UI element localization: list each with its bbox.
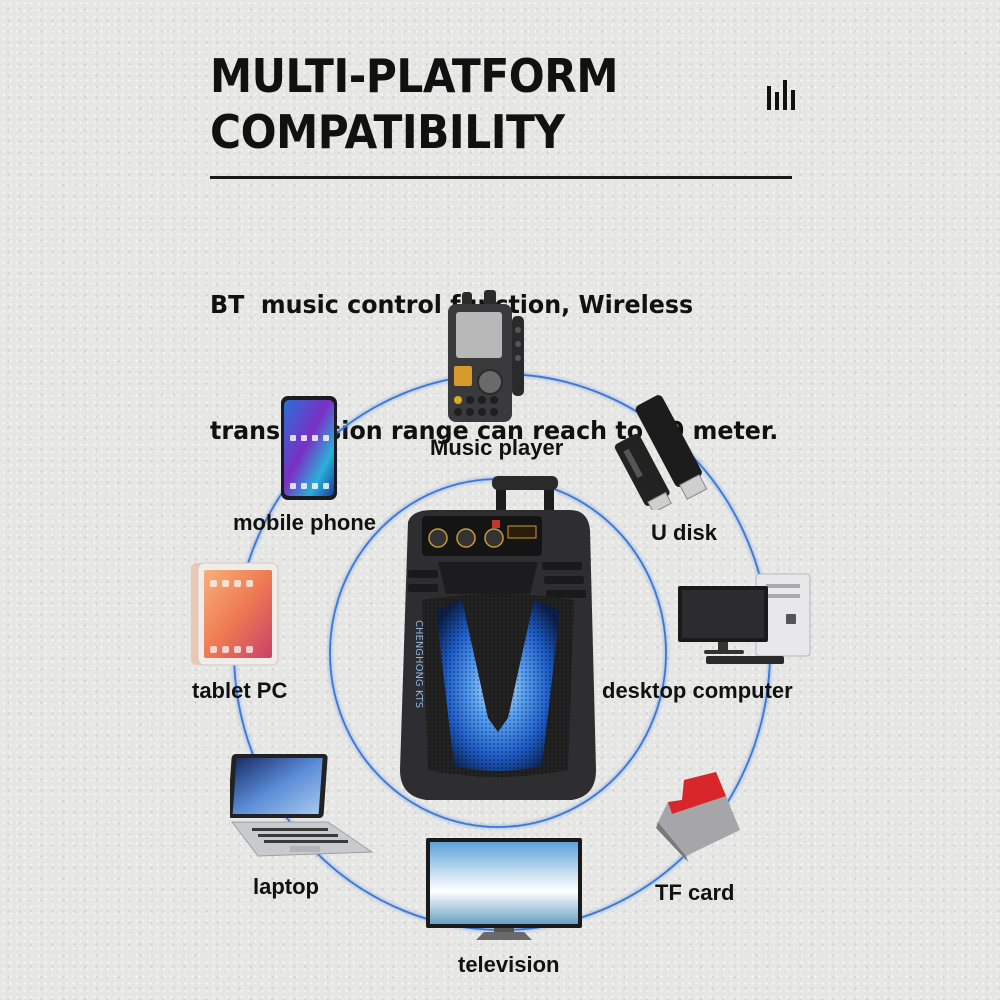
mobile-phone-image <box>281 396 337 500</box>
page-title: MULTI-PLATFORM COMPATIBILITY <box>210 48 619 160</box>
music-player-image <box>448 290 524 422</box>
label-u-disk: U disk <box>651 520 718 545</box>
desktop-computer-image <box>678 573 811 664</box>
u-disk-image <box>614 395 708 510</box>
header-divider <box>210 176 792 179</box>
label-television: television <box>458 952 560 977</box>
label-laptop: laptop <box>253 874 319 899</box>
label-music-player: Music player <box>430 435 564 460</box>
label-mobile-phone: mobile phone <box>233 510 376 535</box>
equalizer-icon <box>767 80 795 110</box>
tablet-pc-image <box>191 562 279 666</box>
label-tablet-pc: tablet PC <box>192 678 288 703</box>
laptop-image <box>230 754 374 857</box>
title-line-1: MULTI-PLATFORM <box>210 49 619 103</box>
title-line-2: COMPATIBILITY <box>210 105 565 159</box>
label-tf-card: TF card <box>655 880 735 905</box>
tf-card-image <box>656 772 740 862</box>
speaker-image: CHENGHONG KTS <box>400 476 596 800</box>
television-image <box>426 838 582 940</box>
speaker-brand-text: CHENGHONG KTS <box>413 620 424 708</box>
label-desktop-computer: desktop computer <box>602 678 793 703</box>
